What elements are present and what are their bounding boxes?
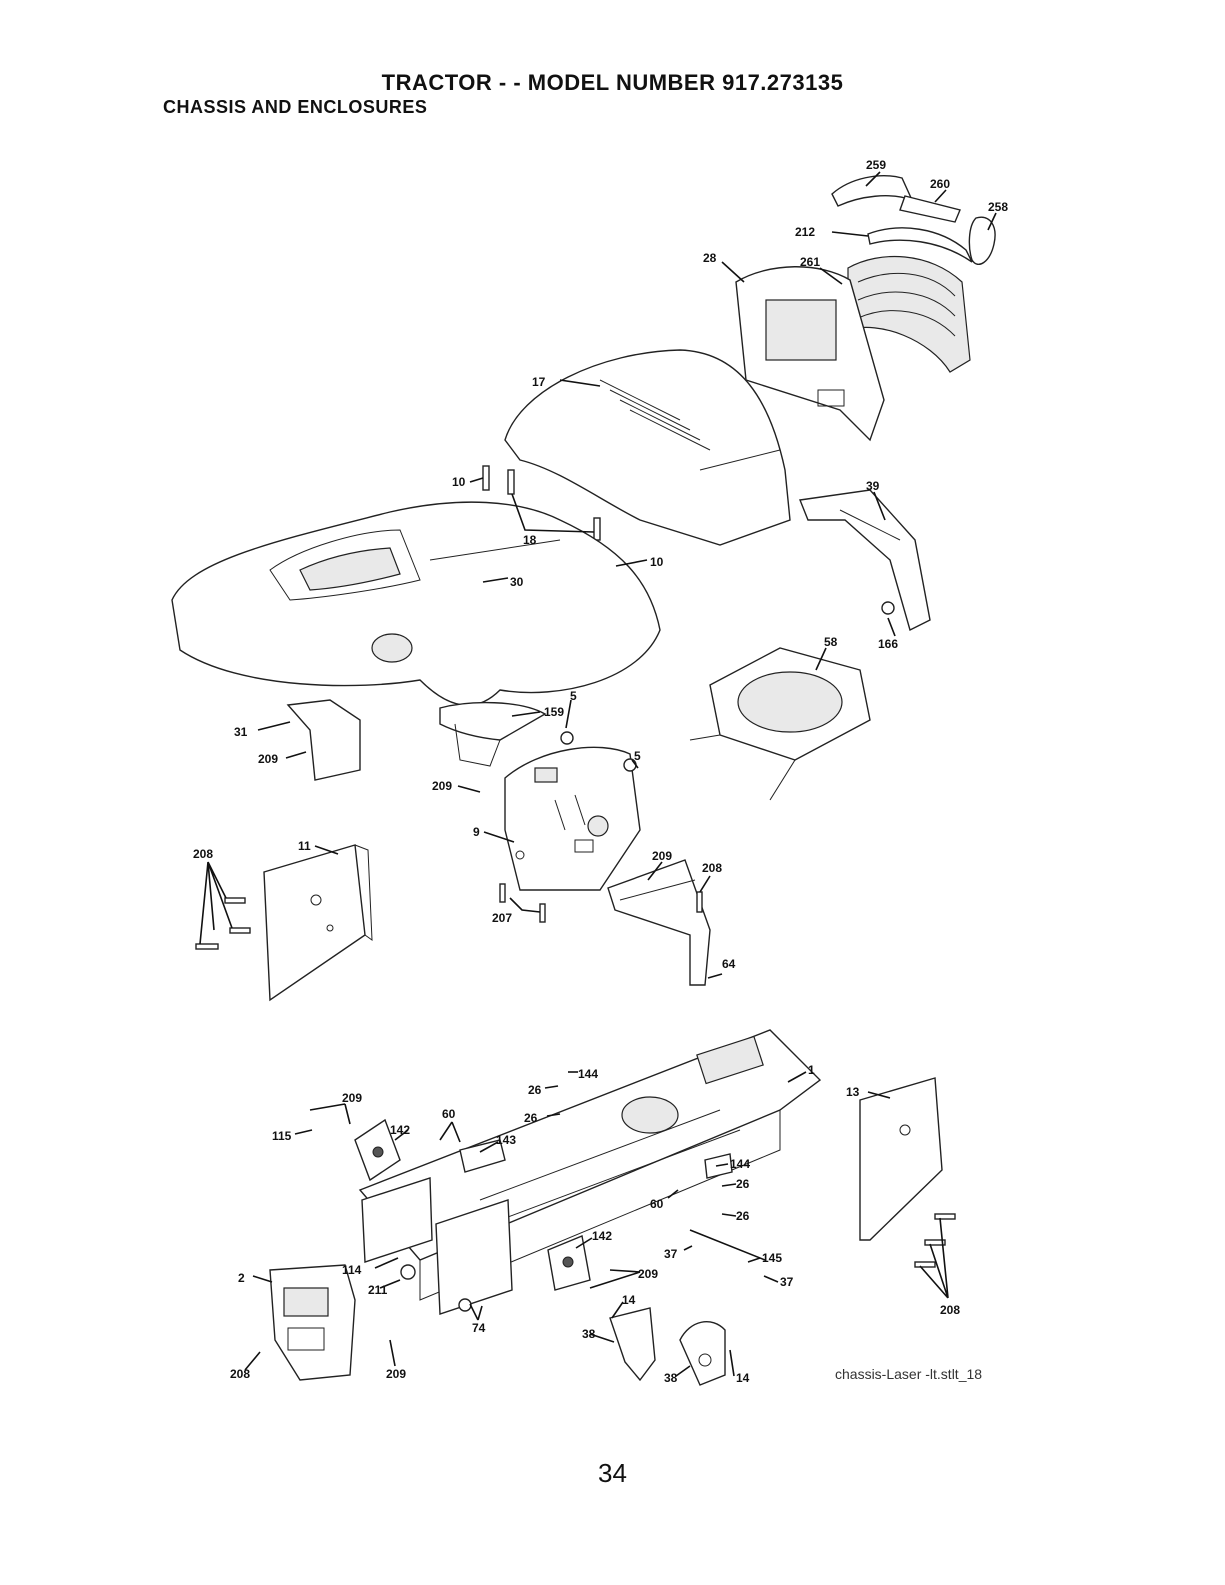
panel-58: [690, 648, 870, 800]
bolt-166: [882, 602, 894, 614]
callout-18: 18: [523, 533, 537, 547]
callout-5-upper: 5: [570, 689, 577, 703]
callout-26-c: 26: [736, 1177, 750, 1191]
callout-209-left: 209: [258, 752, 278, 766]
callout-208-right: 208: [940, 1303, 960, 1317]
bolt-208b: [697, 892, 702, 912]
bracket-31: [288, 700, 360, 780]
callout-144-upper: 144: [578, 1067, 598, 1081]
callout-14-upper: 14: [622, 1293, 636, 1307]
plate-13: [860, 1078, 942, 1240]
callout-209-lower: 209: [638, 1267, 658, 1281]
callout-38-left: 38: [582, 1327, 596, 1341]
bracket-64: [608, 860, 710, 985]
callout-208-mid: 208: [702, 861, 722, 875]
callout-60-lower: 60: [650, 1197, 664, 1211]
callout-166: 166: [878, 637, 898, 651]
callout-209-bumper: 209: [386, 1367, 406, 1381]
plate-11: [264, 845, 372, 1000]
callout-39: 39: [866, 479, 880, 493]
callout-114: 114: [342, 1263, 362, 1277]
callout-212: 212: [795, 225, 815, 239]
callout-37-upper: 37: [664, 1247, 678, 1261]
callout-5-lower: 5: [634, 749, 641, 763]
callout-9: 9: [473, 825, 480, 839]
bumper-2: [270, 1265, 355, 1380]
nut-211: [401, 1265, 415, 1279]
callout-209-frame: 209: [342, 1091, 362, 1105]
callout-258: 258: [988, 200, 1008, 214]
callout-74: 74: [472, 1321, 486, 1335]
callout-64: 64: [722, 957, 736, 971]
callout-261: 261: [800, 255, 820, 269]
callout-208-bumper: 208: [230, 1367, 250, 1381]
callout-211: 211: [368, 1283, 388, 1297]
callout-17: 17: [532, 375, 546, 389]
callout-142-lower: 142: [592, 1229, 612, 1243]
drawing-code: chassis-Laser -lt.stlt_18: [835, 1366, 982, 1382]
callout-10-upper: 10: [452, 475, 466, 489]
bracket-38a: [610, 1308, 655, 1380]
bracket-39: [800, 490, 930, 630]
callout-1: 1: [808, 1063, 815, 1077]
callout-26-b: 26: [524, 1111, 538, 1125]
bracket-38b: [680, 1322, 725, 1385]
callout-2: 2: [238, 1271, 245, 1285]
callout-10-lower: 10: [650, 555, 664, 569]
callout-207: 207: [492, 911, 512, 925]
callout-38-right: 38: [664, 1371, 678, 1385]
callout-37-lower: 37: [780, 1275, 794, 1289]
callout-142-upper: 142: [390, 1123, 410, 1137]
callout-115: 115: [272, 1129, 292, 1143]
callout-14-lower: 14: [736, 1371, 750, 1385]
callout-260: 260: [930, 177, 950, 191]
callout-26-a: 26: [528, 1083, 542, 1097]
rod-145: [690, 1230, 765, 1260]
callout-60-upper: 60: [442, 1107, 456, 1121]
callout-208-left: 208: [193, 847, 213, 861]
page-number: 34: [0, 1458, 1225, 1489]
callout-26-d: 26: [736, 1209, 750, 1223]
callout-145: 145: [762, 1251, 782, 1265]
callout-209-console: 209: [432, 779, 452, 793]
lens-260: [900, 196, 960, 222]
callout-28: 28: [703, 251, 717, 265]
callout-58: 58: [824, 635, 838, 649]
callout-13: 13: [846, 1085, 860, 1099]
callout-144-lower: 144: [730, 1157, 750, 1171]
callout-259: 259: [866, 158, 886, 172]
nut-5a: [561, 732, 573, 744]
callout-159: 159: [544, 705, 564, 719]
nut-74: [459, 1299, 471, 1311]
callout-11: 11: [298, 839, 311, 853]
fender-body-30: [172, 502, 660, 705]
callout-31: 31: [234, 725, 248, 739]
callout-143: 143: [496, 1133, 516, 1147]
console-9: [505, 747, 640, 890]
callout-30: 30: [510, 575, 524, 589]
cup-159: [440, 703, 545, 766]
callout-209-right: 209: [652, 849, 672, 863]
